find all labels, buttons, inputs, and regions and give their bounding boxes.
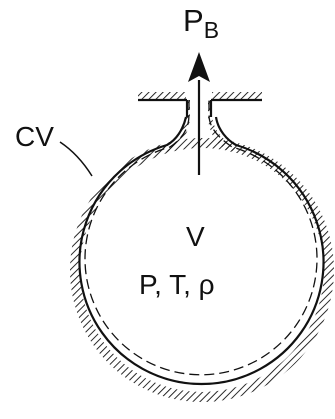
- nozzle-left-hatching: [160, 100, 190, 152]
- back-pressure-label: PB: [183, 3, 219, 43]
- volume-label: V: [186, 221, 205, 252]
- back-pressure-subscript: B: [204, 17, 219, 43]
- control-volume-boundary: [84, 100, 318, 376]
- cv-leader-line: [59, 141, 93, 177]
- tank-wall-hatching: [70, 138, 334, 402]
- state-label: P, T, ρ: [139, 269, 215, 300]
- flange-left-hatching: [138, 92, 186, 100]
- tank-wall: [78, 116, 325, 386]
- flange-right-hatching: [212, 92, 262, 100]
- nozzle-right-hatching: [208, 100, 238, 152]
- arrow-up-icon: [188, 52, 210, 82]
- control-volume-label: CV: [15, 121, 54, 152]
